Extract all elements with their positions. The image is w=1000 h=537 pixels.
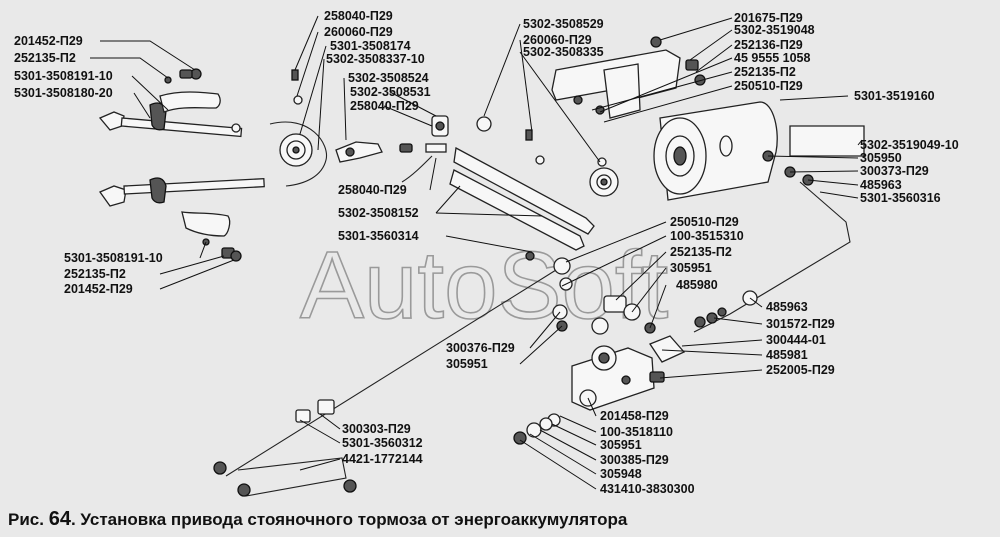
label-258040-p29: 258040-П29 (324, 9, 393, 23)
label-5302-3508335: 5302-3508335 (523, 45, 604, 59)
label-485963: 485963 (860, 178, 902, 192)
watermark: AutoSoft (300, 232, 668, 339)
label-45-9555-1058: 45 9555 1058 (734, 51, 811, 65)
label-305950: 305950 (860, 151, 902, 165)
caption-number: 64 (48, 508, 71, 530)
label-305951-c: 305951 (600, 438, 642, 452)
label-5301-3508191-10-b: 5301-3508191-10 (64, 251, 163, 265)
label-260060-p29: 260060-П29 (324, 25, 393, 39)
label-5301-3508191-10: 5301-3508191-10 (14, 69, 113, 83)
label-431410-3830300: 431410-3830300 (600, 482, 695, 496)
label-305951-b: 305951 (446, 357, 488, 371)
label-258040-p29-c: 258040-П29 (338, 183, 407, 197)
label-300303-p29: 300303-П29 (342, 422, 411, 436)
label-258040-p29-b: 258040-П29 (350, 99, 419, 113)
caption-prefix: Рис. (8, 510, 44, 529)
label-201458-p29: 201458-П29 (600, 409, 669, 423)
parts-drawing (98, 36, 865, 497)
label-301572-p29: 301572-П29 (766, 317, 835, 331)
label-300385-p29: 300385-П29 (600, 453, 669, 467)
label-252135-p2: 252135-П2 (14, 51, 76, 65)
label-260060-p29-b: 260060-П29 (523, 33, 592, 47)
figure-caption: Рис. 64. Установка привода стояночного т… (8, 508, 627, 531)
label-305951: 305951 (670, 261, 712, 275)
label-100-3518110: 100-3518110 (600, 425, 673, 439)
label-5302-3519048: 5302-3519048 (734, 23, 815, 37)
label-5301-3519160: 5301-3519160 (854, 89, 935, 103)
label-300444-01: 300444-01 (766, 333, 826, 347)
label-5301-3560316: 5301-3560316 (860, 191, 941, 205)
label-252135-p2-b: 252135-П2 (734, 65, 796, 79)
label-252135-p2-d: 252135-П2 (64, 267, 126, 281)
label-5301-3560314: 5301-3560314 (338, 229, 419, 243)
label-252136-p29: 252136-П29 (734, 38, 803, 52)
label-485981: 485981 (766, 348, 808, 362)
label-5301-3508180-20: 5301-3508180-20 (14, 86, 113, 100)
label-4421-1772144: 4421-1772144 (342, 452, 423, 466)
part-number-labels: 201452-П29 252135-П2 5301-3508191-10 530… (14, 9, 959, 496)
label-5302-3508152: 5302-3508152 (338, 206, 419, 220)
label-485963-b: 485963 (766, 300, 808, 314)
label-5302-3508531: 5302-3508531 (350, 85, 431, 99)
label-250510-p29-b: 250510-П29 (670, 215, 739, 229)
label-201452-p29-b: 201452-П29 (64, 282, 133, 296)
label-5302-3508524: 5302-3508524 (348, 71, 429, 85)
label-5302-3519049-10: 5302-3519049-10 (860, 138, 959, 152)
label-485980: 485980 (676, 278, 718, 292)
label-5302-3508337-10: 5302-3508337-10 (326, 52, 425, 66)
label-300373-p29: 300373-П29 (860, 164, 929, 178)
label-5302-3508529: 5302-3508529 (523, 17, 604, 31)
label-100-3515310: 100-3515310 (670, 229, 744, 243)
label-201452-p29: 201452-П29 (14, 34, 83, 48)
label-252135-p2-c: 252135-П2 (670, 245, 732, 259)
label-300376-p29: 300376-П29 (446, 341, 515, 355)
leader-lines (90, 15, 863, 490)
label-305948: 305948 (600, 467, 642, 481)
label-250510-p29: 250510-П29 (734, 79, 803, 93)
label-252005-p29: 252005-П29 (766, 363, 835, 377)
label-5301-3508174: 5301-3508174 (330, 39, 411, 53)
caption-text: . Установка привода стояночного тормоза … (70, 510, 628, 529)
label-5301-3560312: 5301-3560312 (342, 436, 423, 450)
label-201675-p29: 201675-П29 (734, 11, 803, 25)
